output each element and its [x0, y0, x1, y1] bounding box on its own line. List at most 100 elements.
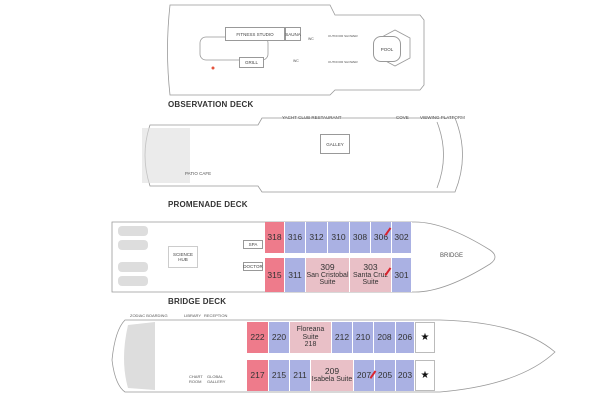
cabin-label: 212 [335, 333, 349, 342]
cabin-number: 309 [320, 262, 335, 273]
viewing-platform-label: VIEWING PLATFORM [420, 115, 465, 120]
cabin-number: 312 [309, 232, 324, 243]
library-label: LIBRARY [184, 313, 202, 318]
cabin-label: 306 [374, 233, 388, 242]
cabin-312[interactable]: 312 [306, 222, 328, 253]
cabin-215[interactable]: 215 [269, 360, 290, 391]
cabin-number: 206 [397, 332, 413, 343]
suite-name: Isabela Suite [311, 376, 353, 384]
cabin-label: 207 [357, 371, 371, 380]
cabin-316[interactable]: 316 [285, 222, 306, 253]
galley-label: GALLEY [326, 141, 344, 147]
cabin-310[interactable]: 310 [328, 222, 350, 253]
cabin-number: 220 [271, 332, 287, 343]
cabin-label: 301 [394, 269, 409, 280]
cabin-number: 315 [267, 269, 282, 280]
cove-label: COVE [396, 115, 409, 120]
fitness-studio: FITNESS STUDIO [225, 27, 285, 41]
pool: POOL [373, 36, 401, 62]
cabin-302[interactable]: 302 [392, 222, 412, 253]
zodiac-boarding-label: ZODIAC BOARDING [130, 313, 168, 318]
cabin-318[interactable]: 318 [265, 222, 285, 253]
cabin-number: 316 [287, 232, 303, 243]
cabin-label: 310 [331, 233, 345, 242]
cabin-number: 318 [267, 232, 282, 243]
cabin-308[interactable]: 308 [350, 222, 371, 253]
cabin-label: 220 [272, 333, 286, 342]
cabin-number: 301 [394, 269, 409, 280]
cabin-number: 303 [363, 262, 378, 273]
outdoor-shower-label: OUTDOOR SHOWER [328, 34, 358, 38]
cabin-301[interactable]: 301 [392, 258, 412, 292]
pool-label: POOL [380, 46, 394, 52]
cabin-number: 308 [352, 232, 368, 243]
sauna-label: SAUNA [285, 31, 301, 37]
cabin-number: 310 [331, 232, 346, 243]
cabin-number: 217 [250, 370, 265, 381]
cabin-label: 312 [309, 233, 323, 242]
spa: SPA [243, 240, 263, 249]
spa-label: SPA [248, 242, 258, 247]
doctor-label: DOCTOR [243, 264, 263, 269]
galley: GALLEY [320, 134, 350, 154]
patio-cafe-label: PATIO CAFE [185, 171, 212, 176]
grill: GRILL [239, 57, 264, 68]
cabin-label: 222 [250, 333, 264, 342]
cabin-label: 311 [288, 269, 302, 280]
cabin-number: 205 [377, 370, 393, 381]
outdoor-shower-label: OUTDOOR SHOWER [328, 60, 358, 64]
wc-label: WC [308, 37, 314, 41]
cabin-number: 212 [334, 332, 350, 343]
bridge-deck-title: BRIDGE DECK [168, 297, 227, 306]
cabin-number: 208 [377, 332, 392, 343]
suite-name: Santa Cruz Suite [352, 272, 389, 287]
cabin-211[interactable]: 211 [290, 360, 311, 391]
chart-room-label: CHART ROOM [189, 374, 203, 384]
cabin-number: 222 [250, 332, 265, 343]
cabin-number: 211 [293, 370, 307, 381]
cabin-number: 311 [288, 269, 302, 280]
cabin-208[interactable]: 208 [374, 322, 396, 353]
cabin-315[interactable]: 315 [265, 258, 285, 292]
cabin-label: 316 [288, 233, 302, 242]
cabin-206[interactable]: 206 [396, 322, 415, 353]
suite-name: San Cristobal Suite [306, 272, 349, 287]
wc-label: WC [293, 59, 299, 63]
bridge-label: BRIDGE [440, 253, 464, 259]
cabin-label: 205 [378, 371, 392, 380]
cabin-number: 302 [394, 232, 409, 243]
cabin-217[interactable]: 217 [247, 360, 269, 391]
cabin-222[interactable]: 222 [247, 322, 269, 353]
yacht-club-label: YACHT CLUB RESTAURANT [282, 115, 342, 120]
cabin-label: 211 [293, 371, 307, 380]
cabin-205[interactable]: 205 [375, 360, 396, 391]
suite-name: Floreana Suite [296, 326, 325, 341]
sauna: SAUNA [285, 27, 301, 41]
cabin-212[interactable]: 212 [332, 322, 353, 353]
cabin-210[interactable]: 210 [353, 322, 374, 353]
science-hub-label: SCIENCE HUB [172, 252, 193, 262]
cabin-207[interactable]: 207 [354, 360, 375, 391]
cabin-label: 308 [353, 233, 367, 242]
cabin-number: 207 [356, 370, 372, 381]
cabin-number: 218 [304, 341, 317, 349]
cabin-number: 215 [271, 370, 287, 381]
grill-label: GRILL [244, 60, 258, 65]
observation-deck-title: OBSERVATION DECK [168, 100, 254, 109]
cabin-label: 315 [267, 269, 282, 280]
cabin-label: 210 [356, 333, 370, 342]
cabin-220[interactable]: 220 [269, 322, 290, 353]
science-hub: SCIENCE HUB [168, 246, 198, 268]
cabin-203[interactable]: 203 [396, 360, 415, 391]
cabin-311[interactable]: 311 [285, 258, 306, 292]
cabin-label: 318 [267, 233, 281, 242]
fitness-studio-label: FITNESS STUDIO [236, 31, 274, 37]
star-icon: ★ [415, 322, 435, 353]
doctor: DOCTOR [243, 262, 263, 271]
cabin-label: 203 [398, 371, 412, 380]
